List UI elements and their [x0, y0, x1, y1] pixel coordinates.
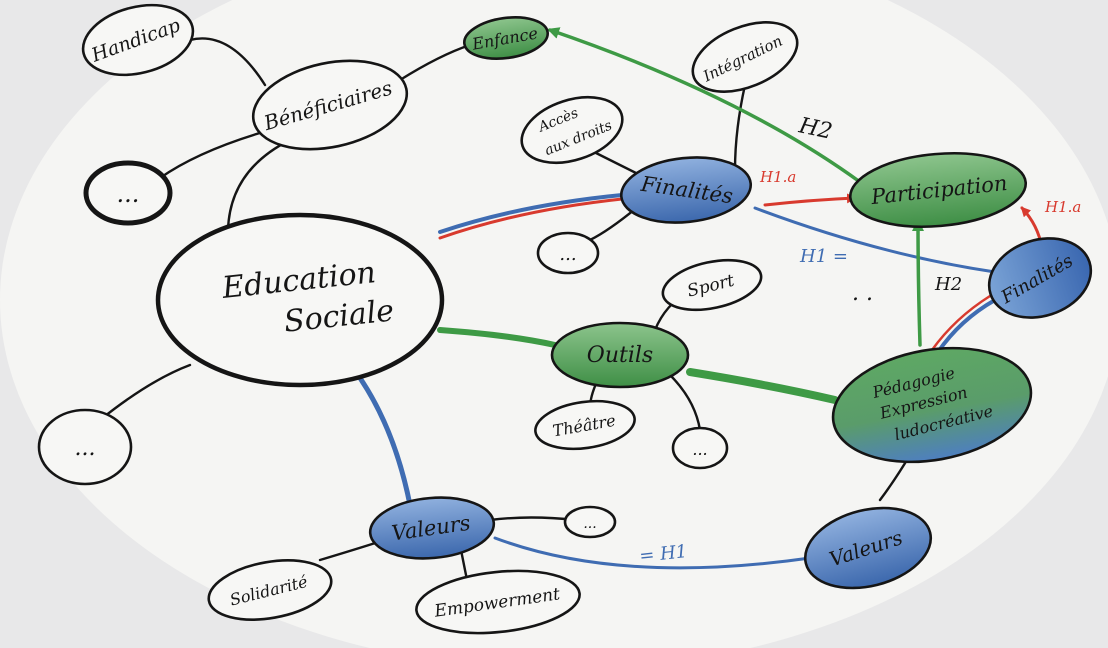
theatre-node [534, 399, 636, 451]
h1-eq-mid-label: H1 = [799, 246, 848, 267]
eq-h1-bottom-label: = H1 [638, 541, 688, 567]
handicap-node [81, 3, 195, 77]
edge-outils-pedagogie [686, 368, 839, 404]
solidarite-node [207, 559, 333, 621]
ellipsis-label-top: ... [117, 180, 140, 208]
beneficiaires-node [251, 59, 409, 151]
edge-central-finalites-red [438, 197, 624, 240]
integration-node [691, 21, 799, 93]
edge-central-finalites-blue [438, 193, 624, 234]
h1a-right-label: H1.a [1044, 198, 1081, 216]
pedagogie-node [831, 346, 1033, 464]
edge-finalites-participation [763, 193, 857, 207]
ellipsis-node-outils [671, 426, 729, 470]
ellipsis-node-top [83, 160, 173, 226]
edge-pedagogie-finalites-blue [936, 298, 997, 354]
ellipsis-node-left [37, 408, 133, 486]
edge-pedagogie-finalites-red [930, 294, 992, 352]
h2-right-label: H2 [934, 274, 962, 295]
ellipsis-label-finalites: ... [559, 244, 576, 265]
valeurs-left-node [368, 496, 496, 560]
edge-beneficiaires-ellipsis [158, 128, 272, 180]
ellipsis-label-valeurs: ... [583, 516, 596, 532]
enfance-node [463, 16, 549, 60]
colored-connections [357, 27, 1044, 570]
outils-node [550, 321, 690, 389]
ellipsis-label-outils: ... [692, 440, 707, 459]
sport-node [661, 258, 763, 312]
ellipsis-label-left: ... [75, 436, 96, 461]
edge-finalites-finalites [753, 206, 997, 274]
finalites-center-node [619, 156, 753, 224]
empowerment-node [415, 569, 581, 635]
edge-pedagogie-participation [912, 219, 925, 347]
acces-node [520, 95, 624, 165]
edge-outils-ellipsis [668, 373, 702, 432]
edge-central-valeurs [357, 375, 413, 508]
finalites-right-node [987, 237, 1093, 319]
h1a-center-label: H1.a [759, 168, 796, 186]
edge-beneficiaires-central [226, 138, 292, 232]
dots-mid-label: . . [852, 281, 873, 306]
valeurs-right-node [803, 506, 933, 590]
edge-integration-finalites [733, 83, 747, 172]
edge-central-outils [437, 327, 558, 348]
participation-node [848, 152, 1028, 228]
edge-valeurs-valeurs [493, 536, 812, 570]
central-node [155, 212, 445, 388]
outils-label: Outils [587, 343, 653, 368]
ellipsis-node-valeurs [563, 505, 617, 539]
edge-central-ellipsis [98, 363, 192, 422]
ellipsis-node-finalites [536, 231, 600, 275]
edge-handicap-beneficiaires [188, 37, 267, 87]
edge-participation-enfance [547, 27, 862, 184]
nodes [37, 3, 1093, 635]
